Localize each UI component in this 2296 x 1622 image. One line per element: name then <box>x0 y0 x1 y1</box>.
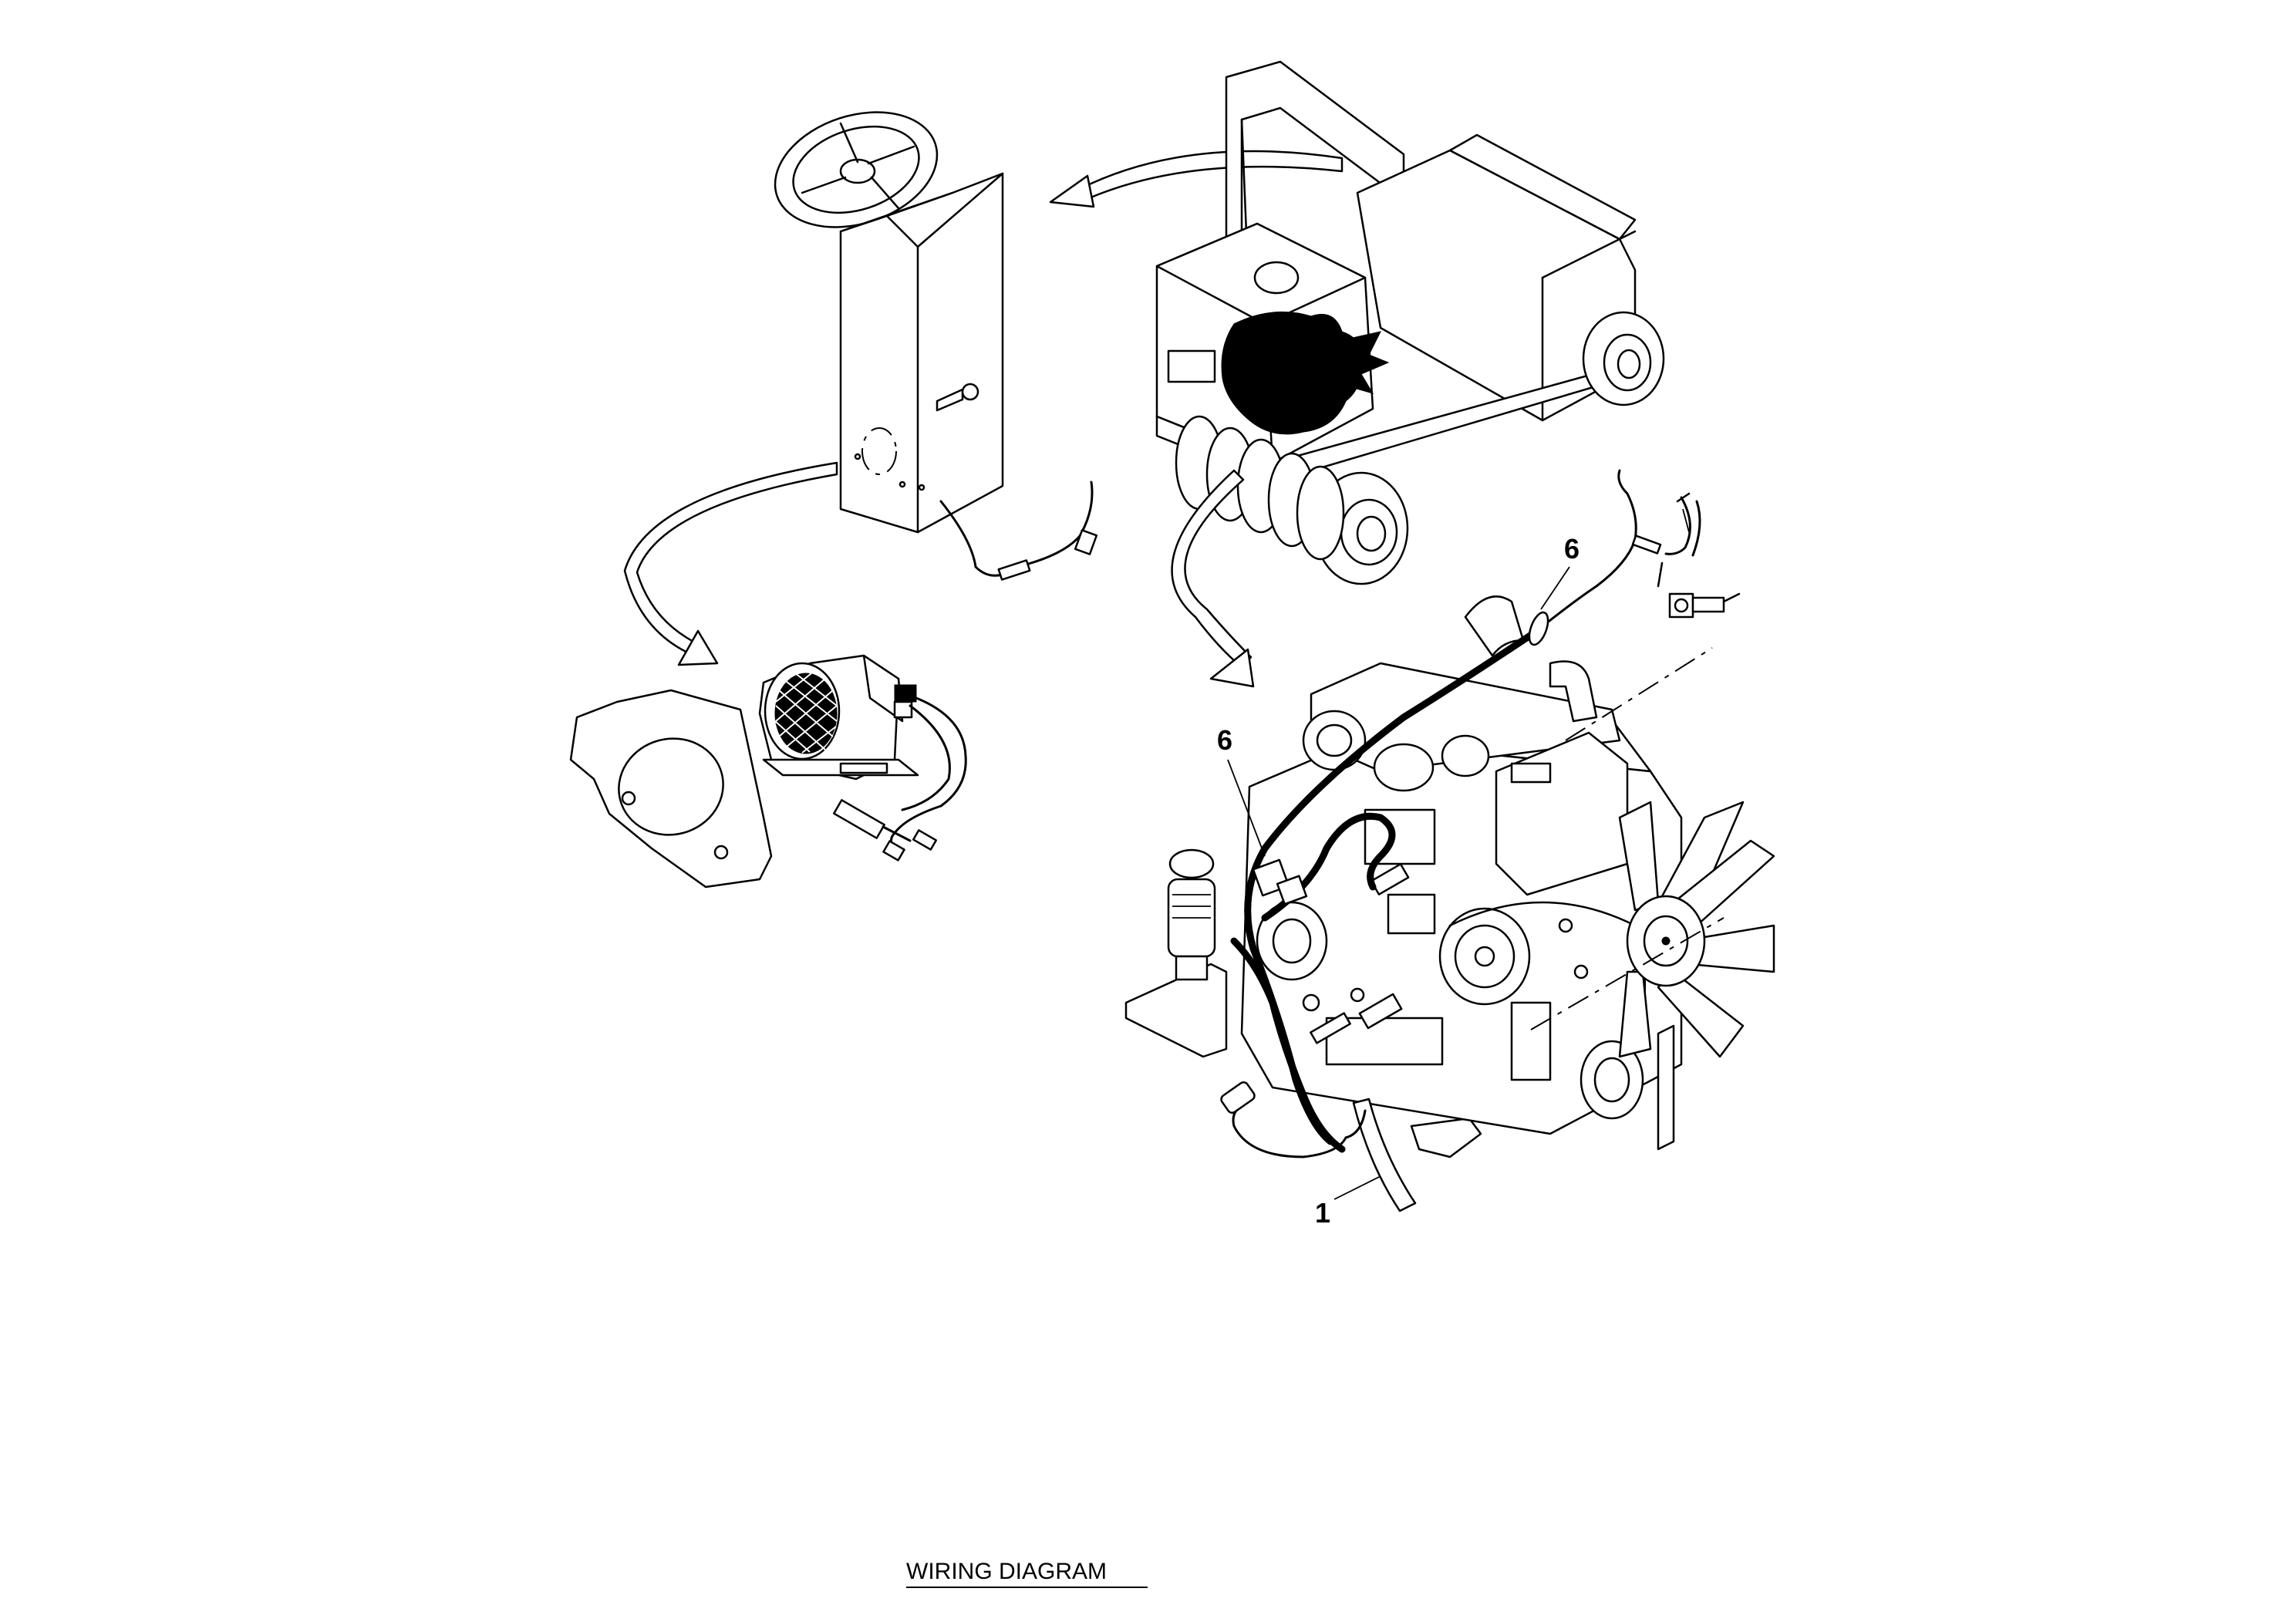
callout-1: 1 <box>1315 1197 1330 1229</box>
diagram-caption: WIRING DIAGRAM <box>906 1559 1107 1584</box>
locator-arrow-console <box>1049 150 1344 208</box>
harness-clip-lower <box>1252 858 1308 905</box>
callout-6-lower: 6 <box>1217 724 1232 756</box>
steering-console <box>774 111 1098 581</box>
alarm-grille <box>774 672 838 754</box>
roller-vehicle <box>1155 60 1665 585</box>
locator-arrow-engine <box>1171 469 1255 688</box>
mounting-plate <box>569 689 773 889</box>
rear-wheel <box>1582 311 1665 406</box>
callout-6-upper: 6 <box>1564 533 1580 565</box>
cooling-fan <box>1618 801 1775 1058</box>
locator-arrow-alarm <box>623 461 838 666</box>
console-connector <box>997 529 1098 581</box>
locator-line-lower <box>1530 917 1725 1030</box>
harness-clip-upper <box>1528 611 1549 646</box>
engine-location-highlight <box>1221 311 1390 435</box>
steering-wheel <box>774 111 939 228</box>
engine-sensor <box>1310 993 1403 1044</box>
callout-leaders <box>1227 566 1570 1200</box>
oil-pressure-switch <box>1668 592 1741 619</box>
backup-alarm <box>758 654 967 862</box>
fuel-filter <box>1167 848 1216 981</box>
harness-plug <box>1220 1081 1256 1114</box>
wiring-harness <box>1220 469 1637 1212</box>
alternator <box>1438 907 1531 1006</box>
engine-assembly <box>1124 595 1775 1158</box>
alarm-connector <box>833 799 938 862</box>
loose-sensor-parts <box>1631 492 1741 619</box>
locator-line-upper <box>1565 647 1713 741</box>
